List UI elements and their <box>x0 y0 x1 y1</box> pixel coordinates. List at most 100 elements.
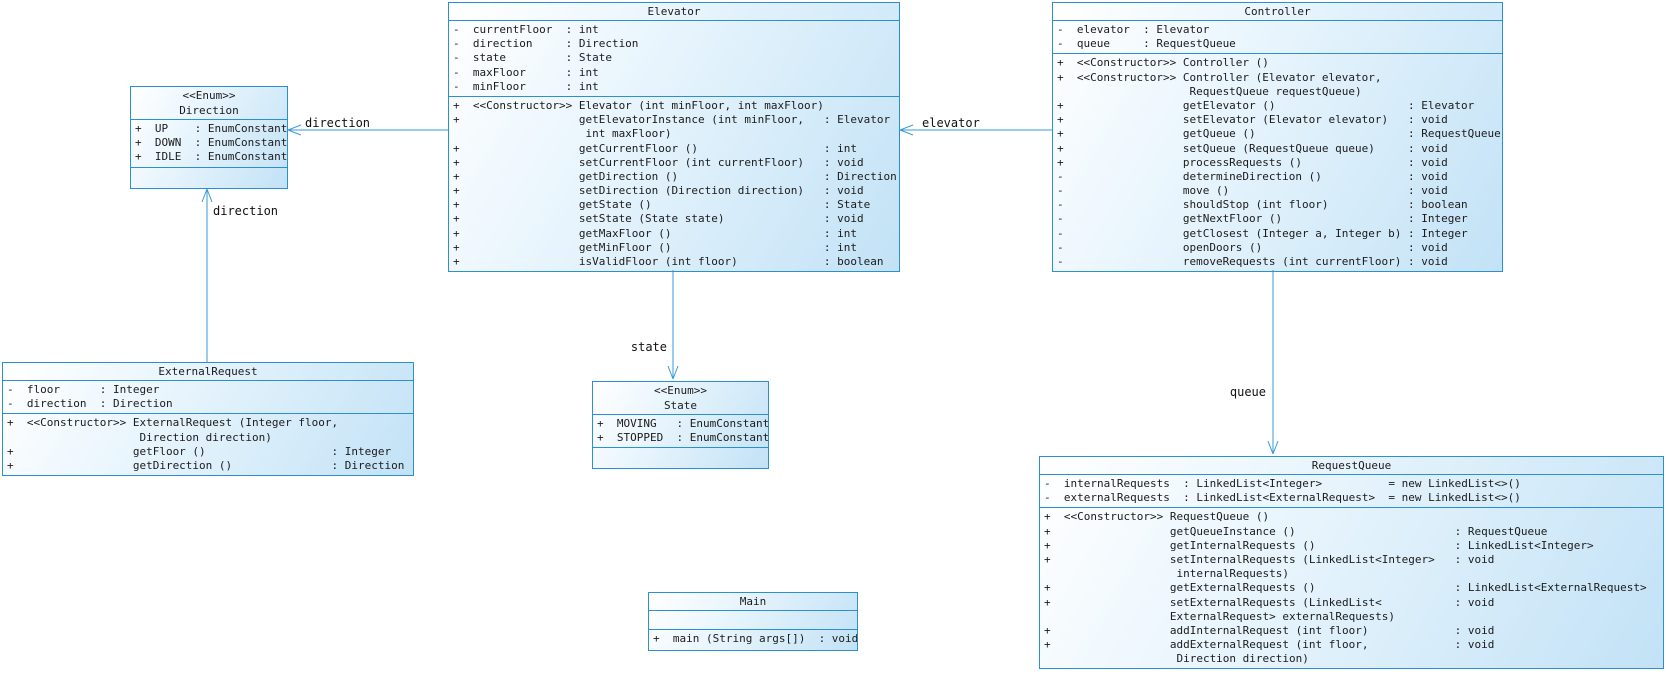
class-state-enum[interactable]: <<Enum>> State + MOVING : EnumConstant+ … <box>592 381 769 470</box>
member-row: - elevator : Elevator <box>1057 23 1210 36</box>
member-row: - shouldStop (int floor) : boolean <box>1057 198 1468 212</box>
arrowhead <box>287 129 302 136</box>
class-name: Main <box>739 595 767 608</box>
class-name: Direction <box>179 104 239 117</box>
member-row: int maxFloor) <box>453 127 672 141</box>
member-row: internalRequests) <box>1044 567 1290 581</box>
member-row: + setDirection (Direction direction) : v… <box>453 184 864 198</box>
attributes-compartment: - floor : Integer- direction : Direction <box>3 381 413 415</box>
association-label: state <box>631 340 667 354</box>
member-row: - direction : Direction <box>453 37 639 51</box>
member-row: + getInternalRequests () : LinkedList<In… <box>1044 538 1594 552</box>
member-row: - maxFloor : int <box>453 65 599 79</box>
member-row: - getClosest (Integer a, Integer b) : In… <box>1057 226 1468 240</box>
member-row: - internalRequests : LinkedList<Integer>… <box>1044 477 1521 490</box>
member-row: + UP : EnumConstant <box>135 122 287 135</box>
class-controller[interactable]: Controller - elevator : Elevator- queue … <box>1052 2 1503 273</box>
member-row: + <<Constructor>> Elevator (int minFloor… <box>453 98 824 112</box>
attributes-compartment: - elevator : Elevator- queue : RequestQu… <box>1053 21 1502 55</box>
member-row: + getMaxFloor () : int <box>453 226 857 240</box>
member-row: + processRequests () : void <box>1057 155 1448 169</box>
association-elevator-direction: direction <box>287 116 448 136</box>
arrowhead <box>1267 440 1274 455</box>
member-row: - determineDirection () : void <box>1057 169 1448 183</box>
arrowhead <box>672 365 679 380</box>
arrowhead <box>899 129 914 136</box>
methods-compartment <box>593 448 768 468</box>
association-label: direction <box>305 116 370 130</box>
member-row: - minFloor : int <box>453 79 599 93</box>
class-title: <<Enum>> Direction <box>131 87 287 120</box>
member-row: + STOPPED : EnumConstant <box>597 431 768 445</box>
methods-compartment: + <<Constructor>> ExternalRequest (Integ… <box>3 414 413 475</box>
member-row: + setExternalRequests (LinkedList< : voi… <box>1044 595 1495 609</box>
member-row: - getNextFloor () : Integer <box>1057 212 1468 226</box>
class-title: ExternalRequest <box>3 363 413 381</box>
arrowhead <box>206 188 213 203</box>
arrowhead <box>899 124 914 131</box>
member-row: - state : State <box>453 51 612 65</box>
member-row: + setCurrentFloor (int currentFloor) : v… <box>453 155 864 169</box>
member-row: + getQueue () : RequestQueue <box>1057 127 1501 141</box>
class-title: Main <box>649 593 857 611</box>
member-row: - openDoors () : void <box>1057 240 1448 254</box>
class-requestqueue[interactable]: RequestQueue - internalRequests : Linked… <box>1039 456 1664 670</box>
member-row: - currentFloor : int <box>453 23 599 36</box>
member-row: + setInternalRequests (LinkedList<Intege… <box>1044 552 1495 566</box>
member-row: + getCurrentFloor () : int <box>453 141 857 155</box>
association-elevator-state: state <box>631 270 679 380</box>
methods-compartment <box>131 168 287 188</box>
member-row: + getFloor () : Integer <box>7 444 392 458</box>
member-row: + setQueue (RequestQueue queue) : void <box>1057 141 1448 155</box>
methods-compartment: + main (String args[]) : void <box>649 630 857 650</box>
association-externalrequest-direction: direction <box>201 188 278 362</box>
member-row: + IDLE : EnumConstant <box>135 150 287 164</box>
attributes-compartment <box>649 611 857 630</box>
attributes-compartment: + UP : EnumConstant+ DOWN : EnumConstant… <box>131 120 287 168</box>
member-row: + <<Constructor>> Controller () <box>1057 56 1269 70</box>
member-row: + <<Constructor>> RequestQueue () <box>1044 510 1270 524</box>
member-row: - queue : RequestQueue <box>1057 37 1236 51</box>
attributes-compartment: - internalRequests : LinkedList<Integer>… <box>1040 475 1663 509</box>
member-row: + main (String args[]) : void <box>653 632 857 645</box>
association-label: queue <box>1230 385 1266 399</box>
member-row: RequestQueue requestQueue) <box>1057 84 1362 98</box>
member-row: + DOWN : EnumConstant <box>135 136 287 150</box>
member-row: + getDirection () : Direction <box>453 169 897 183</box>
association-label: elevator <box>922 116 980 130</box>
class-elevator[interactable]: Elevator - currentFloor : int- direction… <box>448 2 900 273</box>
methods-compartment: + <<Constructor>> Elevator (int minFloor… <box>449 97 899 271</box>
member-row: ExternalRequest> externalRequests) <box>1044 609 1395 623</box>
member-row: - floor : Integer <box>7 383 160 396</box>
member-row: + getExternalRequests () : LinkedList<Ex… <box>1044 581 1647 595</box>
member-row: + getElevatorInstance (int minFloor, : E… <box>453 113 891 127</box>
class-title: RequestQueue <box>1040 457 1663 475</box>
class-direction-enum[interactable]: <<Enum>> Direction + UP : EnumConstant+ … <box>130 86 288 189</box>
association-label: direction <box>213 204 278 218</box>
class-name: ExternalRequest <box>158 365 258 378</box>
arrowhead <box>667 365 674 380</box>
attributes-compartment: + MOVING : EnumConstant+ STOPPED : EnumC… <box>593 415 768 449</box>
methods-compartment: + <<Constructor>> RequestQueue ()+ getQu… <box>1040 508 1663 668</box>
class-title: Elevator <box>449 3 899 21</box>
class-main[interactable]: Main + main (String args[]) : void <box>648 592 858 651</box>
class-name: Controller <box>1244 5 1311 18</box>
member-row: + <<Constructor>> Controller (Elevator e… <box>1057 70 1382 84</box>
member-row: + addInternalRequest (int floor) : void <box>1044 623 1495 637</box>
class-name: RequestQueue <box>1311 459 1392 472</box>
member-row: Direction direction) <box>1044 652 1309 666</box>
arrowhead <box>1272 440 1279 455</box>
member-row: - externalRequests : LinkedList<External… <box>1044 491 1521 505</box>
member-row: + getElevator () : Elevator <box>1057 98 1475 112</box>
class-stereotype: <<Enum>> <box>654 384 707 397</box>
member-row: + setState (State state) : void <box>453 212 864 226</box>
member-row: + getQueueInstance () : RequestQueue <box>1044 524 1548 538</box>
class-name: Elevator <box>647 5 701 18</box>
association-controller-requestqueue: queue <box>1230 270 1279 455</box>
class-externalrequest[interactable]: ExternalRequest - floor : Integer- direc… <box>2 362 414 477</box>
member-row: Direction direction) <box>7 430 272 444</box>
member-row: - move () : void <box>1057 184 1448 198</box>
class-title: <<Enum>> State <box>593 382 768 415</box>
member-row: + getState () : State <box>453 198 871 212</box>
